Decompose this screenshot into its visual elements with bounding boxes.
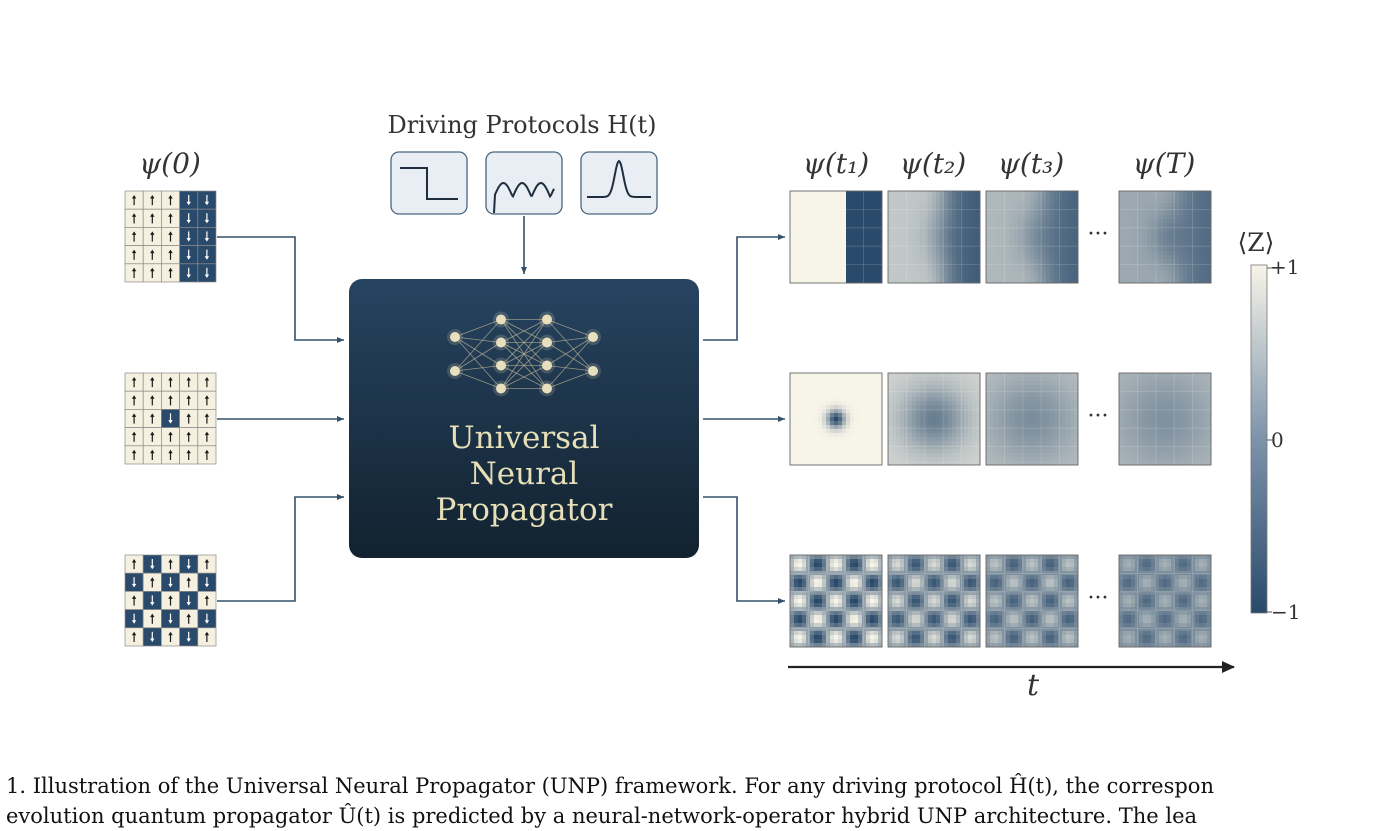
ellipsis-row-2: ··· [1088,404,1109,429]
colorbar-title: ⟨Z⟩ [1238,228,1275,257]
input-connectors [217,237,344,601]
colorbar [1251,265,1272,613]
colorbar-tick-min: −1 [1271,600,1300,624]
heatmap-checkerboard-t3 [986,555,1078,647]
output-heatmaps [790,191,1211,647]
heatmap-single-flip-t3 [986,373,1078,465]
output-connectors [703,237,785,601]
unp-title-line-2: Neural [349,456,699,492]
ellipsis-row-1: ··· [1088,222,1109,247]
heatmap-domain-wall-t4 [1119,191,1211,283]
heatmap-checkerboard-t2 [888,555,980,647]
time-label-2: ψ(t₂) [900,147,966,180]
heatmap-checkerboard-t1 [790,555,882,647]
protocol-oscillating [486,152,562,214]
input-lattice-single-flip [125,373,216,464]
heatmap-single-flip-t2 [888,373,980,465]
input-lattice-domain-wall [125,191,216,282]
ellipsis-row-3: ··· [1088,586,1109,611]
unp-title-line-3: Propagator [349,492,699,528]
colorbar-tick-zero: 0 [1271,428,1284,452]
protocol-step-down [391,152,467,214]
input-lattice-checkerboard [125,555,216,646]
caption-line-1: 1. Illustration of the Universal Neural … [6,771,1400,801]
unp-title-line-1: Universal [349,420,699,456]
input-state-label: ψ(0) [139,147,201,180]
driving-protocols [391,152,657,214]
time-axis-label: t [1027,668,1039,703]
output-arrow-3 [703,497,785,601]
figure-caption: 1. Illustration of the Universal Neural … [6,771,1400,831]
time-label-3: ψ(t₃) [998,147,1064,180]
time-label-final: ψ(T) [1133,147,1195,180]
input-arrow-1 [217,237,344,340]
driving-protocols-title: Driving Protocols H(t) [387,111,656,139]
input-arrow-3 [217,497,344,601]
heatmap-single-flip-t1 [790,373,882,465]
heatmap-domain-wall-t1 [790,191,882,283]
heatmap-single-flip-t4 [1119,373,1211,465]
colorbar-tick-max: +1 [1270,255,1299,279]
heatmap-checkerboard-t4 [1119,555,1211,647]
time-label-1: ψ(t₁) [803,147,869,180]
heatmap-domain-wall-t2 [888,191,980,283]
protocol-pulse [581,152,657,214]
output-arrow-1 [703,237,785,340]
input-lattices [125,191,216,646]
heatmap-domain-wall-t3 [986,191,1078,283]
caption-line-2: evolution quantum propagator Û(t) is pre… [6,801,1400,831]
unp-title: Universal Neural Propagator [349,420,699,528]
